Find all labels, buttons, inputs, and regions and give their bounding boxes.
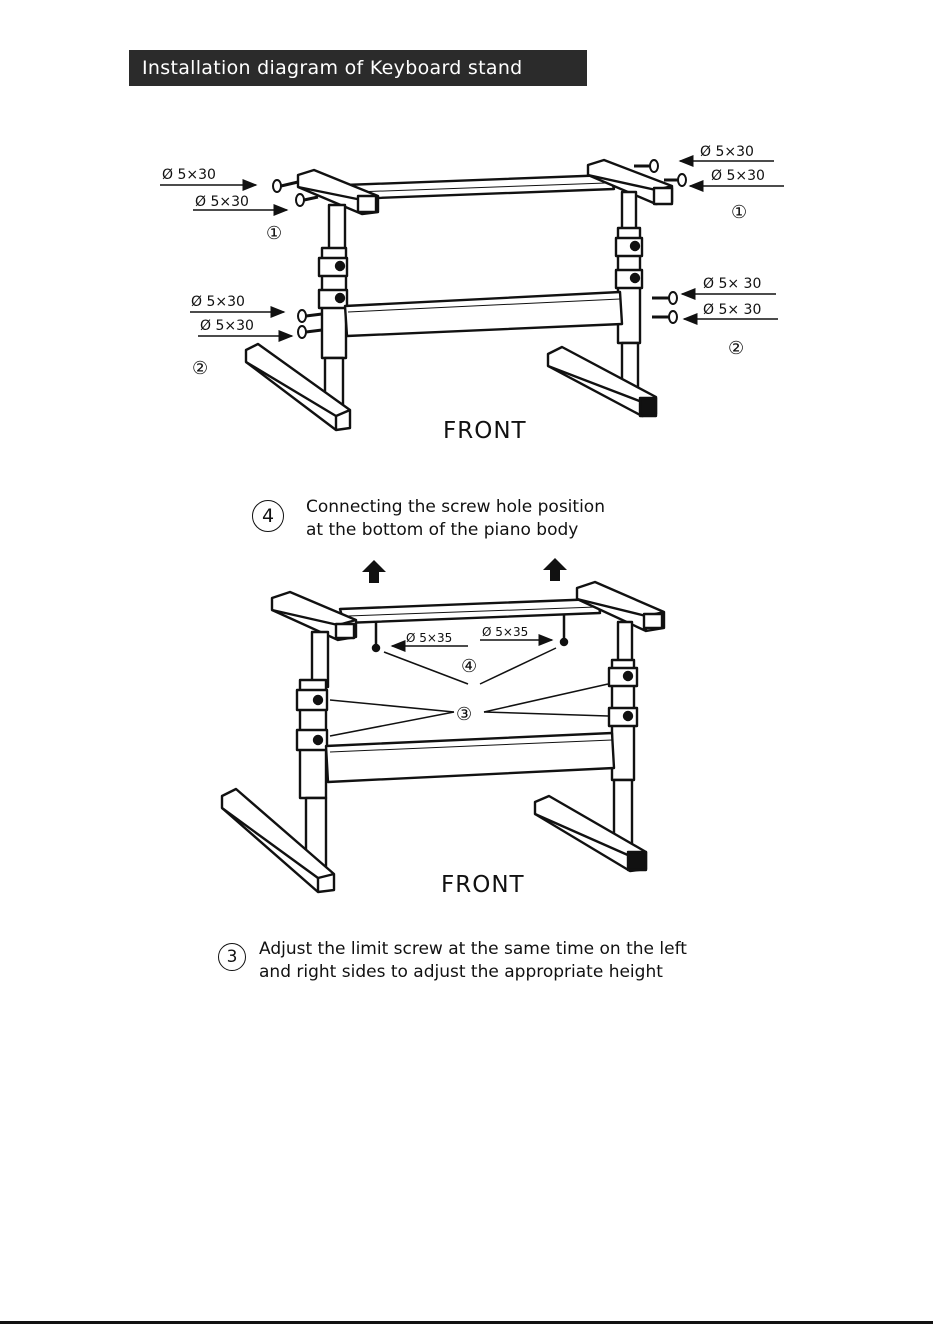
- dim-label-right-1a: Ø 5×30: [700, 144, 754, 160]
- top-stand-frame: [244, 158, 674, 432]
- bottom-leader-lines: [329, 634, 609, 737]
- dim-label-right-2b: Ø 5× 30: [703, 302, 761, 318]
- up-arrows: [362, 558, 567, 583]
- step-4-text: Connecting the screw hole position at th…: [306, 496, 605, 542]
- step-3-text: Adjust the limit screw at the same time …: [259, 938, 687, 984]
- screw-label-left: Ø 5×35: [406, 631, 452, 645]
- step-marker-1-left: ①: [266, 223, 282, 244]
- step-3-line-2: and right sides to adjust the appropriat…: [259, 962, 663, 982]
- step-marker-3-diagram: ③: [456, 704, 472, 725]
- step-marker-2-left: ②: [192, 358, 208, 379]
- dim-label-left-2b: Ø 5×30: [200, 318, 254, 334]
- bottom-screws: [371, 614, 569, 653]
- step-marker-1-right: ①: [731, 202, 747, 223]
- step-4-circle: 4: [252, 500, 284, 532]
- step-3-circle: 3: [218, 943, 246, 971]
- top-leader-lines: [160, 155, 784, 342]
- front-label-bottom: FRONT: [441, 872, 525, 898]
- top-screws: [272, 159, 687, 339]
- dim-label-right-2a: Ø 5× 30: [703, 276, 761, 292]
- dim-label-right-1b: Ø 5×30: [711, 168, 765, 184]
- dim-label-left-1b: Ø 5×30: [195, 194, 249, 210]
- dim-label-left-1a: Ø 5×30: [162, 167, 216, 183]
- step-marker-4-diagram: ④: [461, 656, 477, 677]
- step-3-line-1: Adjust the limit screw at the same time …: [259, 939, 687, 959]
- dim-label-left-2a: Ø 5×30: [191, 294, 245, 310]
- step-marker-2-right: ②: [728, 338, 744, 359]
- page-title: Installation diagram of Keyboard stand: [129, 50, 587, 86]
- step-4-line-1: Connecting the screw hole position: [306, 497, 605, 517]
- bottom-stand-frame: [220, 580, 666, 894]
- bottom-rule: [0, 1321, 933, 1324]
- step-4-line-2: at the bottom of the piano body: [306, 520, 579, 540]
- screw-label-right: Ø 5×35: [482, 625, 528, 639]
- front-label-top: FRONT: [443, 418, 527, 444]
